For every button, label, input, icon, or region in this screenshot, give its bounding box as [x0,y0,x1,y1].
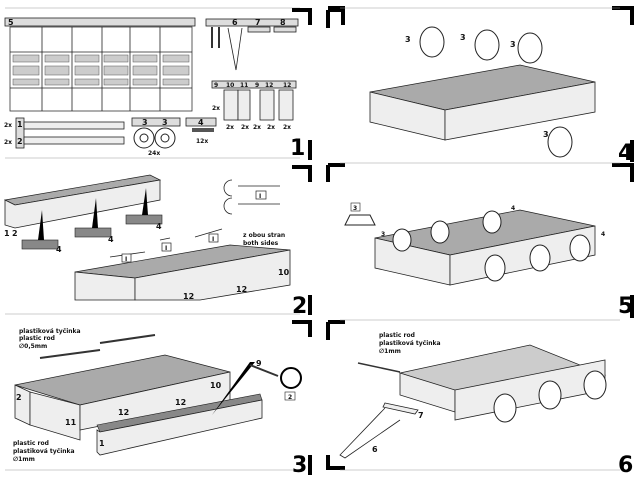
wheels [392,210,591,282]
part-label: 4 [156,222,162,231]
count-label: 12x [196,138,208,145]
part-label: 11 [65,418,77,427]
rod-label-cz: plastiková tyčinka [19,328,81,335]
count-label: 2x [212,105,220,112]
part-label: 3 [510,40,516,49]
count-label: 2x [241,124,249,131]
count-label: 2x [4,122,12,129]
count-label: 24x [148,150,160,157]
part-label: I [259,193,261,200]
step-number: 6 [618,453,633,478]
step-number: 4 [618,141,633,166]
part-label: 5 [8,18,14,27]
sprue-bar-5 [4,17,196,27]
note-both-sides-en: both sides [243,240,279,247]
step-number: 3 [292,453,307,478]
count-label: 2x [4,139,12,146]
drawbar-part [227,27,243,71]
part-label: 2 [288,394,292,401]
count-label: 2x [267,124,275,131]
panel-brackets [5,6,634,475]
side-rail [4,179,161,229]
part-label: 4 [511,205,515,212]
part-label: I [165,245,167,252]
part-label: 12 [175,398,186,407]
part-label: 12 [236,285,247,294]
part-label: 7 [418,411,424,420]
rod-label-en: plastic rod [379,332,415,339]
step-5-panel: 3 3 4 4 5 [344,202,633,319]
step-3-panel: plastiková tyčinka plastic rod ∅0,5mm 2 … [13,328,307,478]
part-label: 12 [283,82,291,89]
side-rail-1 [96,399,263,456]
chassis-frame [29,391,81,441]
wheel-part [517,32,543,64]
part-label: 9 [255,82,259,89]
step-6-panel: plastic rod plastiková tyčinka ∅1mm 7 6 … [339,332,633,478]
part-label: 4 [56,245,62,254]
part-label: 9 [214,82,218,89]
part-label: 12 [265,82,273,89]
part-label: 11 [240,82,248,89]
part-label: 3 [353,205,357,212]
part-label: 4 [198,118,204,127]
part-label: I [212,236,214,243]
part-label: 1 [99,439,105,448]
part-label: 3 [543,130,549,139]
part-label: 10 [278,268,290,277]
step-1-panel: 5 6 7 8 9 10 11 9 12 12 2x 2x 2x 2x 2x 2… [4,17,305,161]
rod-label-cz: plastiková tyčinka [13,448,75,455]
note-both-sides-cz: z obou stran [243,232,285,239]
part-label: 3 [162,118,168,127]
part-label: 1 [17,120,23,129]
part-label: 3 [142,118,148,127]
part-label: 12 [183,292,194,301]
wheel-icon [280,367,302,389]
step-4-panel: 3 3 3 3 4 [369,26,633,166]
part-label: 2 [16,393,22,402]
rod-label-en: plastic rod [13,440,49,447]
wheel-part [547,126,573,158]
part-label: 4 [108,235,114,244]
part-label: 3 [405,35,411,44]
part-label: 7 [255,18,261,27]
rod-size: ∅0,5mm [19,343,47,350]
wheel-part [474,29,500,61]
part-label: I [125,256,127,263]
part-label: 12 [118,408,129,417]
rod-label-en: plastic rod [19,335,55,342]
step-2-panel: 1 2 4 4 4 I z obou stran both sides I I … [3,174,307,319]
wheel-part [419,26,445,58]
part-label: 3 [460,33,466,42]
rod-size: ∅1mm [379,348,401,355]
part-label: 4 [601,231,605,238]
part-label: 10 [226,82,234,89]
count-label: 2x [226,124,234,131]
count-label: 2x [253,124,261,131]
part-label: 2 [17,137,23,146]
drawbar-part [339,407,401,459]
part-label: 8 [280,18,286,27]
part-label: 6 [372,445,378,454]
rod-label-cz: plastiková tyčinka [379,340,441,347]
wheels [493,370,607,423]
part-label: 10 [210,381,222,390]
step-number: 2 [292,294,307,319]
part-label: 2 [12,229,18,238]
rod-size: ∅1mm [13,456,35,463]
deck-part [9,26,193,112]
part-label: 3 [381,231,385,238]
step-number: 1 [290,136,305,161]
step-number: 5 [618,294,633,319]
part-label: 6 [232,18,238,27]
part-label: 1 [4,229,10,238]
part-label: 9 [256,359,262,368]
count-label: 2x [283,124,291,131]
